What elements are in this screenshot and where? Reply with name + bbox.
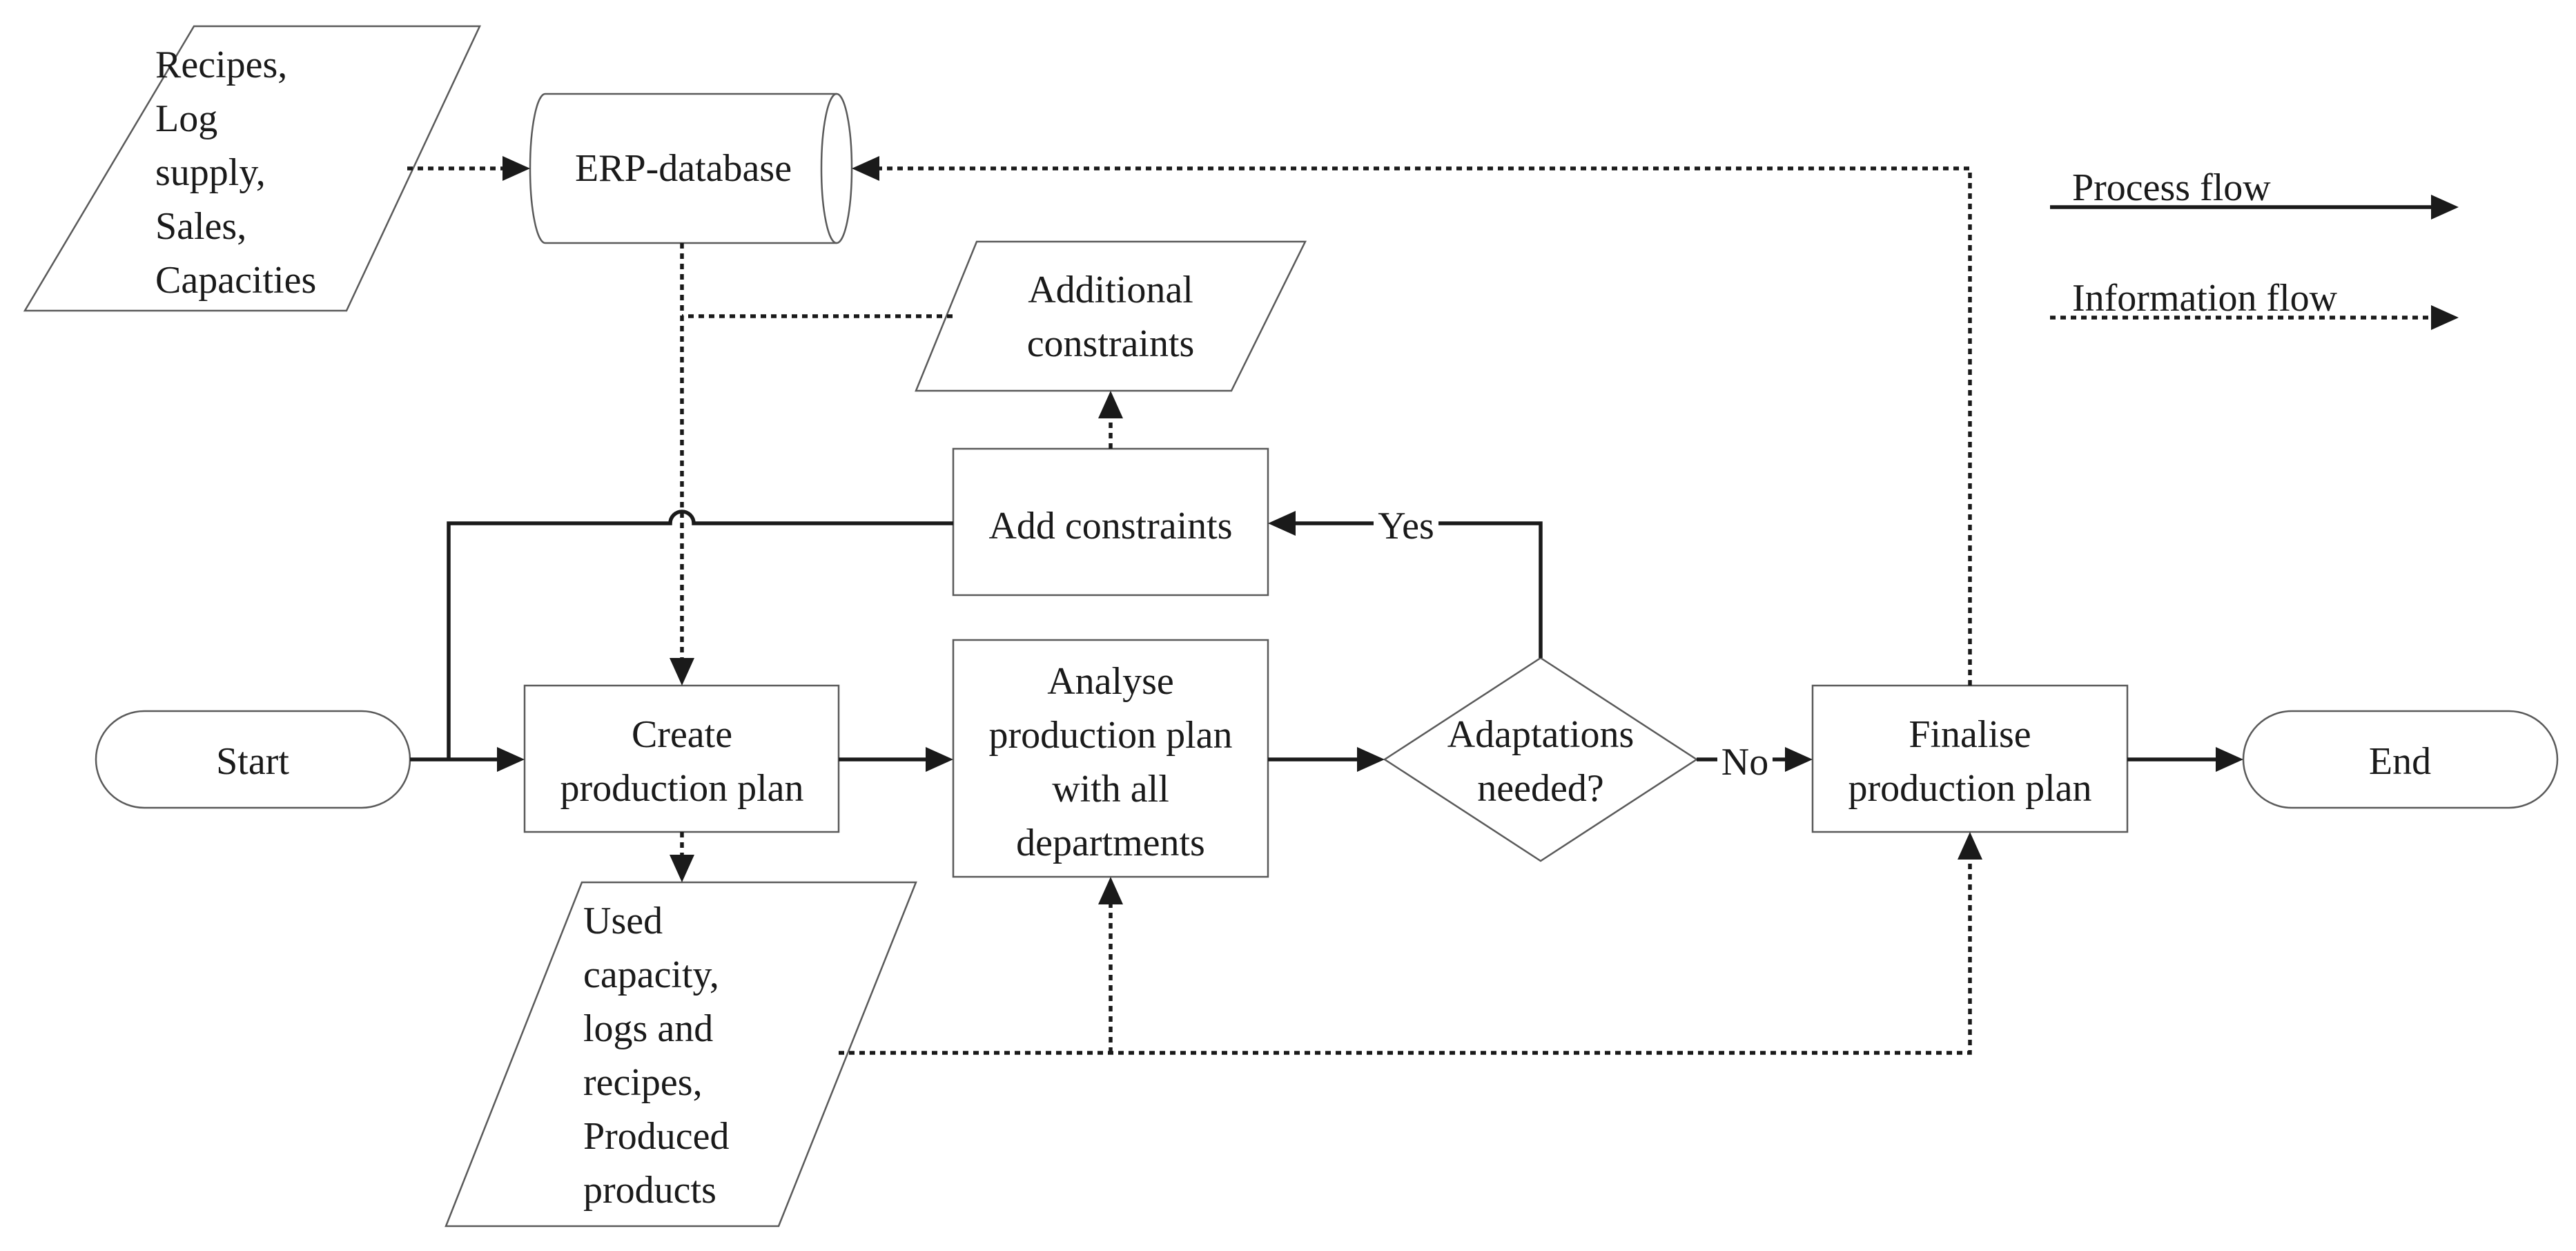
create-plan-line-1: Create [632,713,732,756]
flow-analyse-to-decision [1268,747,1385,772]
legend-information-flow-label: Information flow [2072,277,2338,320]
analyse-plan-line-2: production plan [988,714,1232,757]
legend-information-flow: Information flow [2050,277,2459,330]
flow-decision-to-add-constraints [1268,511,1543,658]
analyse-plan-line-3: with all [1052,768,1169,811]
analyse-plan-line-1: Analyse [1047,660,1174,703]
inputs-line-5: Capacities [155,259,316,302]
legend-process-flow: Process flow [2050,166,2459,220]
outputs-data-shape: Used capacity, logs and recipes, Produce… [445,881,917,1228]
finalise-plan-line-2: production plan [1848,767,2091,810]
no-label: No [1721,741,1768,784]
info-create-to-outputs [670,832,694,882]
flow-decision-to-finalise [1697,747,1813,772]
outputs-line-1: Used [583,900,663,942]
flow-create-to-analyse [839,747,953,772]
yes-label: Yes [1378,505,1434,547]
inputs-line-1: Recipes, [155,43,287,86]
end-label: End [2369,740,2431,783]
inputs-data-shape: Recipes, Log supply, Sales, Capacities [23,25,481,312]
analyse-plan-line-4: departments [1016,822,1205,864]
start-label: Start [216,740,289,783]
analyse-production-plan-box: Analyse production plan with all departm… [952,639,1269,878]
add-constraints-box: Add constraints [952,447,1269,597]
additional-constraints-data-shape: Additional constraints [915,240,1307,392]
erp-database-cylinder: ERP-database [529,93,853,244]
decision-line-1: Adaptations [1447,713,1635,756]
create-plan-line-2: production plan [560,767,803,810]
outputs-line-5: Produced [583,1115,730,1158]
end-terminator: End [2242,710,2559,809]
inputs-line-2: Log [155,97,217,140]
additional-constraints-line-2: constraints [1027,322,1195,365]
inputs-line-3: supply, [155,151,266,194]
decision-line-2: needed? [1477,767,1603,810]
finalise-production-plan-box: Finalise production plan [1811,684,2129,833]
info-outputs-to-analyse-and-finalise [839,832,1982,1055]
create-production-plan-box: Create production plan [523,684,840,833]
inputs-line-4: Sales, [155,205,246,248]
flow-start-to-create [410,747,525,772]
outputs-line-6: products [583,1169,716,1212]
adaptations-needed-decision: Adaptations needed? [1383,657,1699,862]
legend: Process flow Information flow [2050,166,2459,330]
finalise-plan-line-1: Finalise [1909,713,2031,756]
outputs-line-3: logs and [583,1007,713,1050]
add-constraints-label: Add constraints [988,505,1232,547]
info-add-constraints-to-additional [1098,391,1123,449]
info-finalise-to-erp [852,156,1972,686]
erp-database-label: ERP-database [575,147,792,190]
outputs-line-4: recipes, [583,1061,703,1104]
flow-add-constraints-loop-back [447,510,953,759]
legend-process-flow-label: Process flow [2072,166,2271,209]
flow-finalise-to-end [2127,747,2243,772]
start-terminator: Start [95,710,411,809]
info-inputs-to-erp [407,156,530,181]
additional-constraints-line-1: Additional [1028,269,1193,311]
outputs-line-2: capacity, [583,953,719,996]
info-erp-to-create [670,243,694,686]
